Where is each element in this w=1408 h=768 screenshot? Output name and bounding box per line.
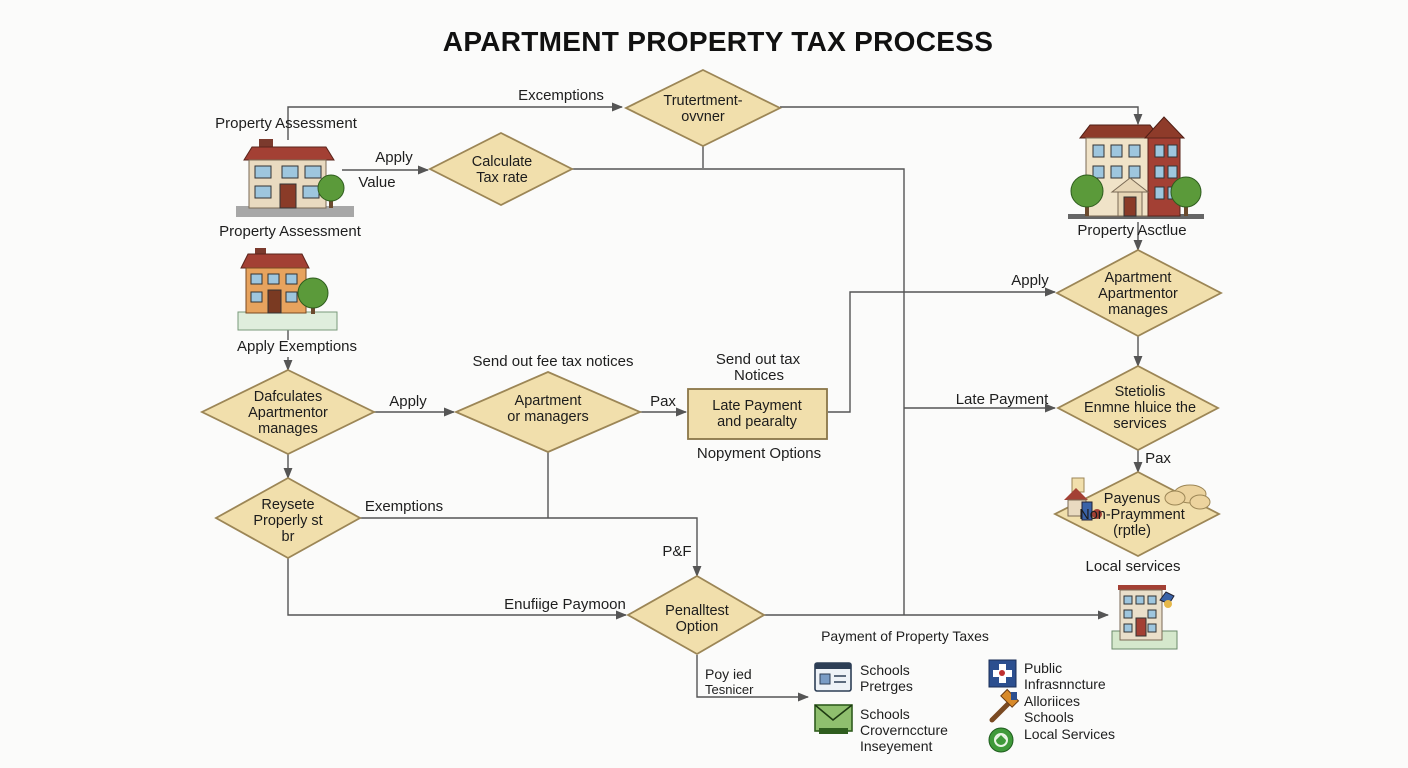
- decision-apt-right: [1055, 248, 1223, 338]
- house-icon-mid-left: [237, 248, 338, 331]
- label-exemptions-low: Exemptions: [364, 498, 444, 515]
- id-card-icon: [814, 662, 852, 692]
- decision-dafculates: [199, 368, 377, 456]
- connectors: [283, 102, 1143, 702]
- decision-calculate: [428, 131, 574, 207]
- decision-diamonds: [199, 68, 1223, 656]
- decision-top-text: Trutertment-ovvner: [663, 93, 743, 125]
- line-box-to-right-apply: [828, 287, 1057, 413]
- label-enufige-paymoon: Enufiige Paymoon: [504, 596, 626, 613]
- hammer-icon: [989, 688, 1020, 723]
- decision-reysete: [214, 476, 362, 560]
- label-apply-1: Apply: [375, 149, 413, 166]
- label-tesnicer: Tesnicer: [705, 682, 754, 697]
- label-property-asctlue: Property Asctlue: [1077, 222, 1187, 239]
- local-services-building-icon: [1111, 585, 1178, 650]
- medical-cross-icon: [988, 659, 1017, 688]
- line-penaltest-to-legend: [696, 655, 810, 702]
- label-pdf: P&F: [662, 543, 692, 560]
- decision-apartment-managers: [453, 371, 643, 453]
- line-assessment-to-top-decision: [287, 102, 624, 140]
- decision-top: [623, 68, 783, 148]
- legend-item-local-services: Local Services: [1024, 726, 1116, 742]
- label-apply-exemptions: Apply Exemptions: [236, 338, 358, 355]
- line-reysete-exemptions-to-penaltest: [360, 517, 702, 578]
- label-send-out-tax: Send out tax: [715, 351, 801, 368]
- envelope-check-icon: [814, 704, 853, 734]
- label-poy-ied: Poy ied: [705, 666, 752, 682]
- decision-penaltest: [626, 574, 766, 656]
- line-top-decision-to-right-building: [780, 106, 1143, 126]
- label-nopyment-options: Nopyment Options: [696, 445, 822, 462]
- label-apply-mid: Apply: [389, 393, 427, 410]
- label-notices: Notices: [733, 367, 785, 384]
- label-apply-right: Apply: [1011, 272, 1049, 289]
- apartment-building-icon: [1068, 116, 1204, 219]
- decision-stetiolis: [1056, 364, 1220, 452]
- label-late-payment: Late Payment: [955, 391, 1049, 408]
- label-local-services: Local services: [1085, 558, 1181, 575]
- line-calculate-to-right-trunk: [572, 168, 905, 615]
- process-box-late-payment: [687, 388, 828, 440]
- label-send-out-fee-notices: Send out fee tax notices: [472, 353, 634, 370]
- label-pax-mid: Pax: [650, 393, 676, 410]
- label-property-assessment-1: Property Assessment: [215, 115, 357, 132]
- page-title: APARTMENT PROPERTY TAX PROCESS: [442, 26, 994, 57]
- recycle-icon: [988, 727, 1014, 753]
- house-icon-top-left: [236, 139, 354, 217]
- label-value: Value: [358, 174, 396, 191]
- label-exemptions-top: Excemptions: [518, 87, 604, 104]
- line-reysete-to-penaltest: [287, 558, 628, 620]
- label-payment-of-property-taxes: Payment of Property Taxes: [821, 628, 989, 644]
- label-property-assessment-2: Property Assessment: [219, 223, 361, 240]
- label-pax-right: Pax: [1145, 450, 1171, 467]
- payment-decoration-icon: [1064, 477, 1211, 521]
